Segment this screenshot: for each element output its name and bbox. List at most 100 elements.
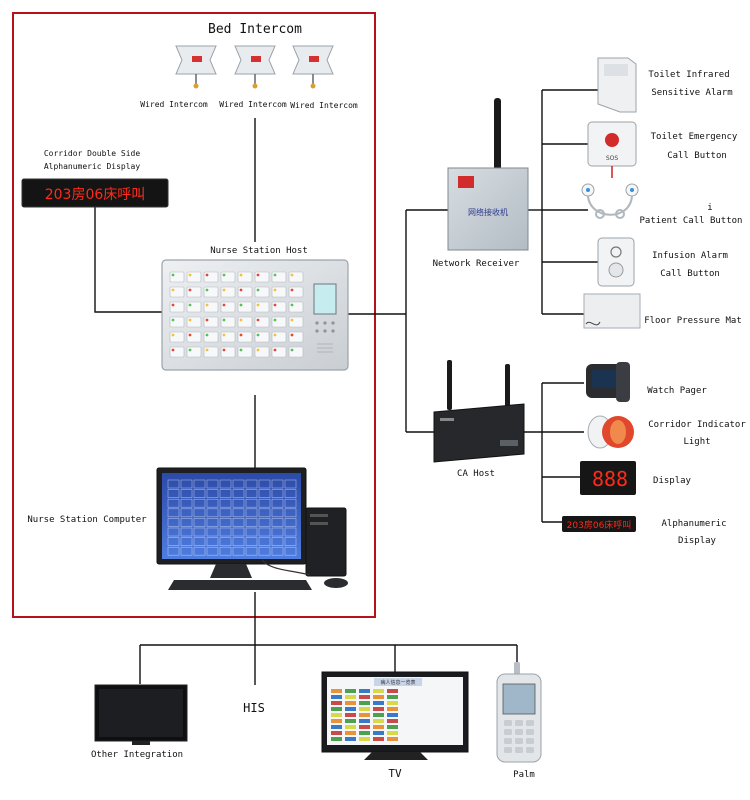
screen-cell: [232, 546, 245, 556]
screen-cell: [232, 498, 245, 508]
alphanumeric-device: 203房06床呼叫: [562, 516, 636, 532]
host-led: [222, 348, 226, 352]
tv-cell: [345, 695, 356, 699]
tv-cell: [387, 731, 398, 735]
screen-cell: [284, 537, 297, 546]
screen-cell: [167, 537, 180, 546]
screen-cell: [180, 498, 193, 508]
watch-pager-label: Watch Pager: [647, 386, 707, 396]
network-receiver: 网络接收机: [447, 98, 529, 251]
host-led: [222, 318, 226, 322]
palm-key: [515, 747, 523, 753]
screen-cell: [219, 537, 232, 546]
tv-cell: [331, 725, 342, 729]
screen-cell: [193, 489, 206, 498]
host-key: [203, 346, 219, 358]
screen-cell: [167, 546, 180, 556]
host-led: [222, 288, 226, 292]
screen-cell: [258, 508, 271, 518]
host-led: [205, 318, 209, 322]
tv-cell: [345, 701, 356, 705]
screen-cell: [219, 479, 232, 489]
host-led: [171, 318, 175, 322]
sos-text: SOS: [606, 155, 619, 162]
host-key: [169, 271, 185, 283]
digit-display-device: 888: [580, 461, 636, 495]
screen-cell: [219, 518, 232, 527]
host-lcd-icon: [313, 283, 337, 315]
palm-key: [504, 729, 512, 735]
host-key: [186, 286, 202, 298]
host-led: [239, 318, 243, 322]
tv-cell: [373, 707, 384, 711]
toilet-emergency-device: SOS: [587, 121, 637, 178]
screen-cell: [167, 508, 180, 518]
host-key: [220, 331, 236, 343]
host-led: [273, 318, 277, 322]
host-key: [271, 316, 287, 328]
screen-cell: [193, 498, 206, 508]
tv-cell: [331, 713, 342, 717]
host-key: [288, 316, 304, 328]
tv-cell: [373, 731, 384, 735]
tv-cell: [359, 737, 370, 741]
screen-cell: [245, 479, 258, 489]
palm-key: [515, 729, 523, 735]
host-key: [203, 301, 219, 313]
host-key: [237, 271, 253, 283]
screen-cell: [232, 489, 245, 498]
host-key: [254, 346, 270, 358]
toilet-emergency-label-1: Toilet Emergency: [651, 132, 738, 142]
host-led: [273, 288, 277, 292]
screen-cell: [271, 479, 284, 489]
screen-cell: [232, 537, 245, 546]
screen-cell: [206, 508, 219, 518]
host-led: [188, 318, 192, 322]
host-led: [188, 333, 192, 337]
screen-cell: [271, 489, 284, 498]
screen-cell: [284, 546, 297, 556]
patient-call-label-1: i: [707, 203, 712, 213]
screen-cell: [271, 537, 284, 546]
tv-cell: [359, 707, 370, 711]
screen-cell: [245, 537, 258, 546]
host-led: [239, 288, 243, 292]
tv-cell: [331, 719, 342, 723]
tv-cell: [387, 689, 398, 693]
host-led: [256, 333, 260, 337]
tv-cell: [331, 737, 342, 741]
other-integration-label: Other Integration: [91, 750, 183, 760]
host-led: [256, 318, 260, 322]
screen-cell: [206, 489, 219, 498]
host-key: [169, 331, 185, 343]
corridor-indicator-device: [587, 415, 634, 449]
host-key: [220, 286, 236, 298]
screen-cell: [258, 527, 271, 537]
patient-call-label-2: Patient Call Button: [640, 216, 743, 226]
screen-cell: [271, 546, 284, 556]
host-led: [205, 288, 209, 292]
screen-cell: [271, 518, 284, 527]
host-key: [186, 271, 202, 283]
receiver-device-text: 网络接收机: [468, 207, 508, 217]
screen-cell: [219, 498, 232, 508]
screen-cell: [167, 479, 180, 489]
floor-pressure-mat-device: [583, 293, 641, 329]
ca-host-label: CA Host: [457, 469, 495, 479]
screen-cell: [180, 489, 193, 498]
screen-cell: [284, 498, 297, 508]
tv-cell: [345, 737, 356, 741]
screen-cell: [206, 527, 219, 537]
host-key: [288, 271, 304, 283]
screen-cell: [245, 498, 258, 508]
palm-key: [504, 738, 512, 744]
nurse-station-computer: [156, 467, 348, 590]
screen-cell: [245, 489, 258, 498]
screen-cell: [180, 518, 193, 527]
tv-cell: [331, 689, 342, 693]
tv-cell: [387, 707, 398, 711]
host-key: [169, 301, 185, 313]
tv-cell: [345, 707, 356, 711]
palm-key: [504, 720, 512, 726]
host-led: [205, 348, 209, 352]
